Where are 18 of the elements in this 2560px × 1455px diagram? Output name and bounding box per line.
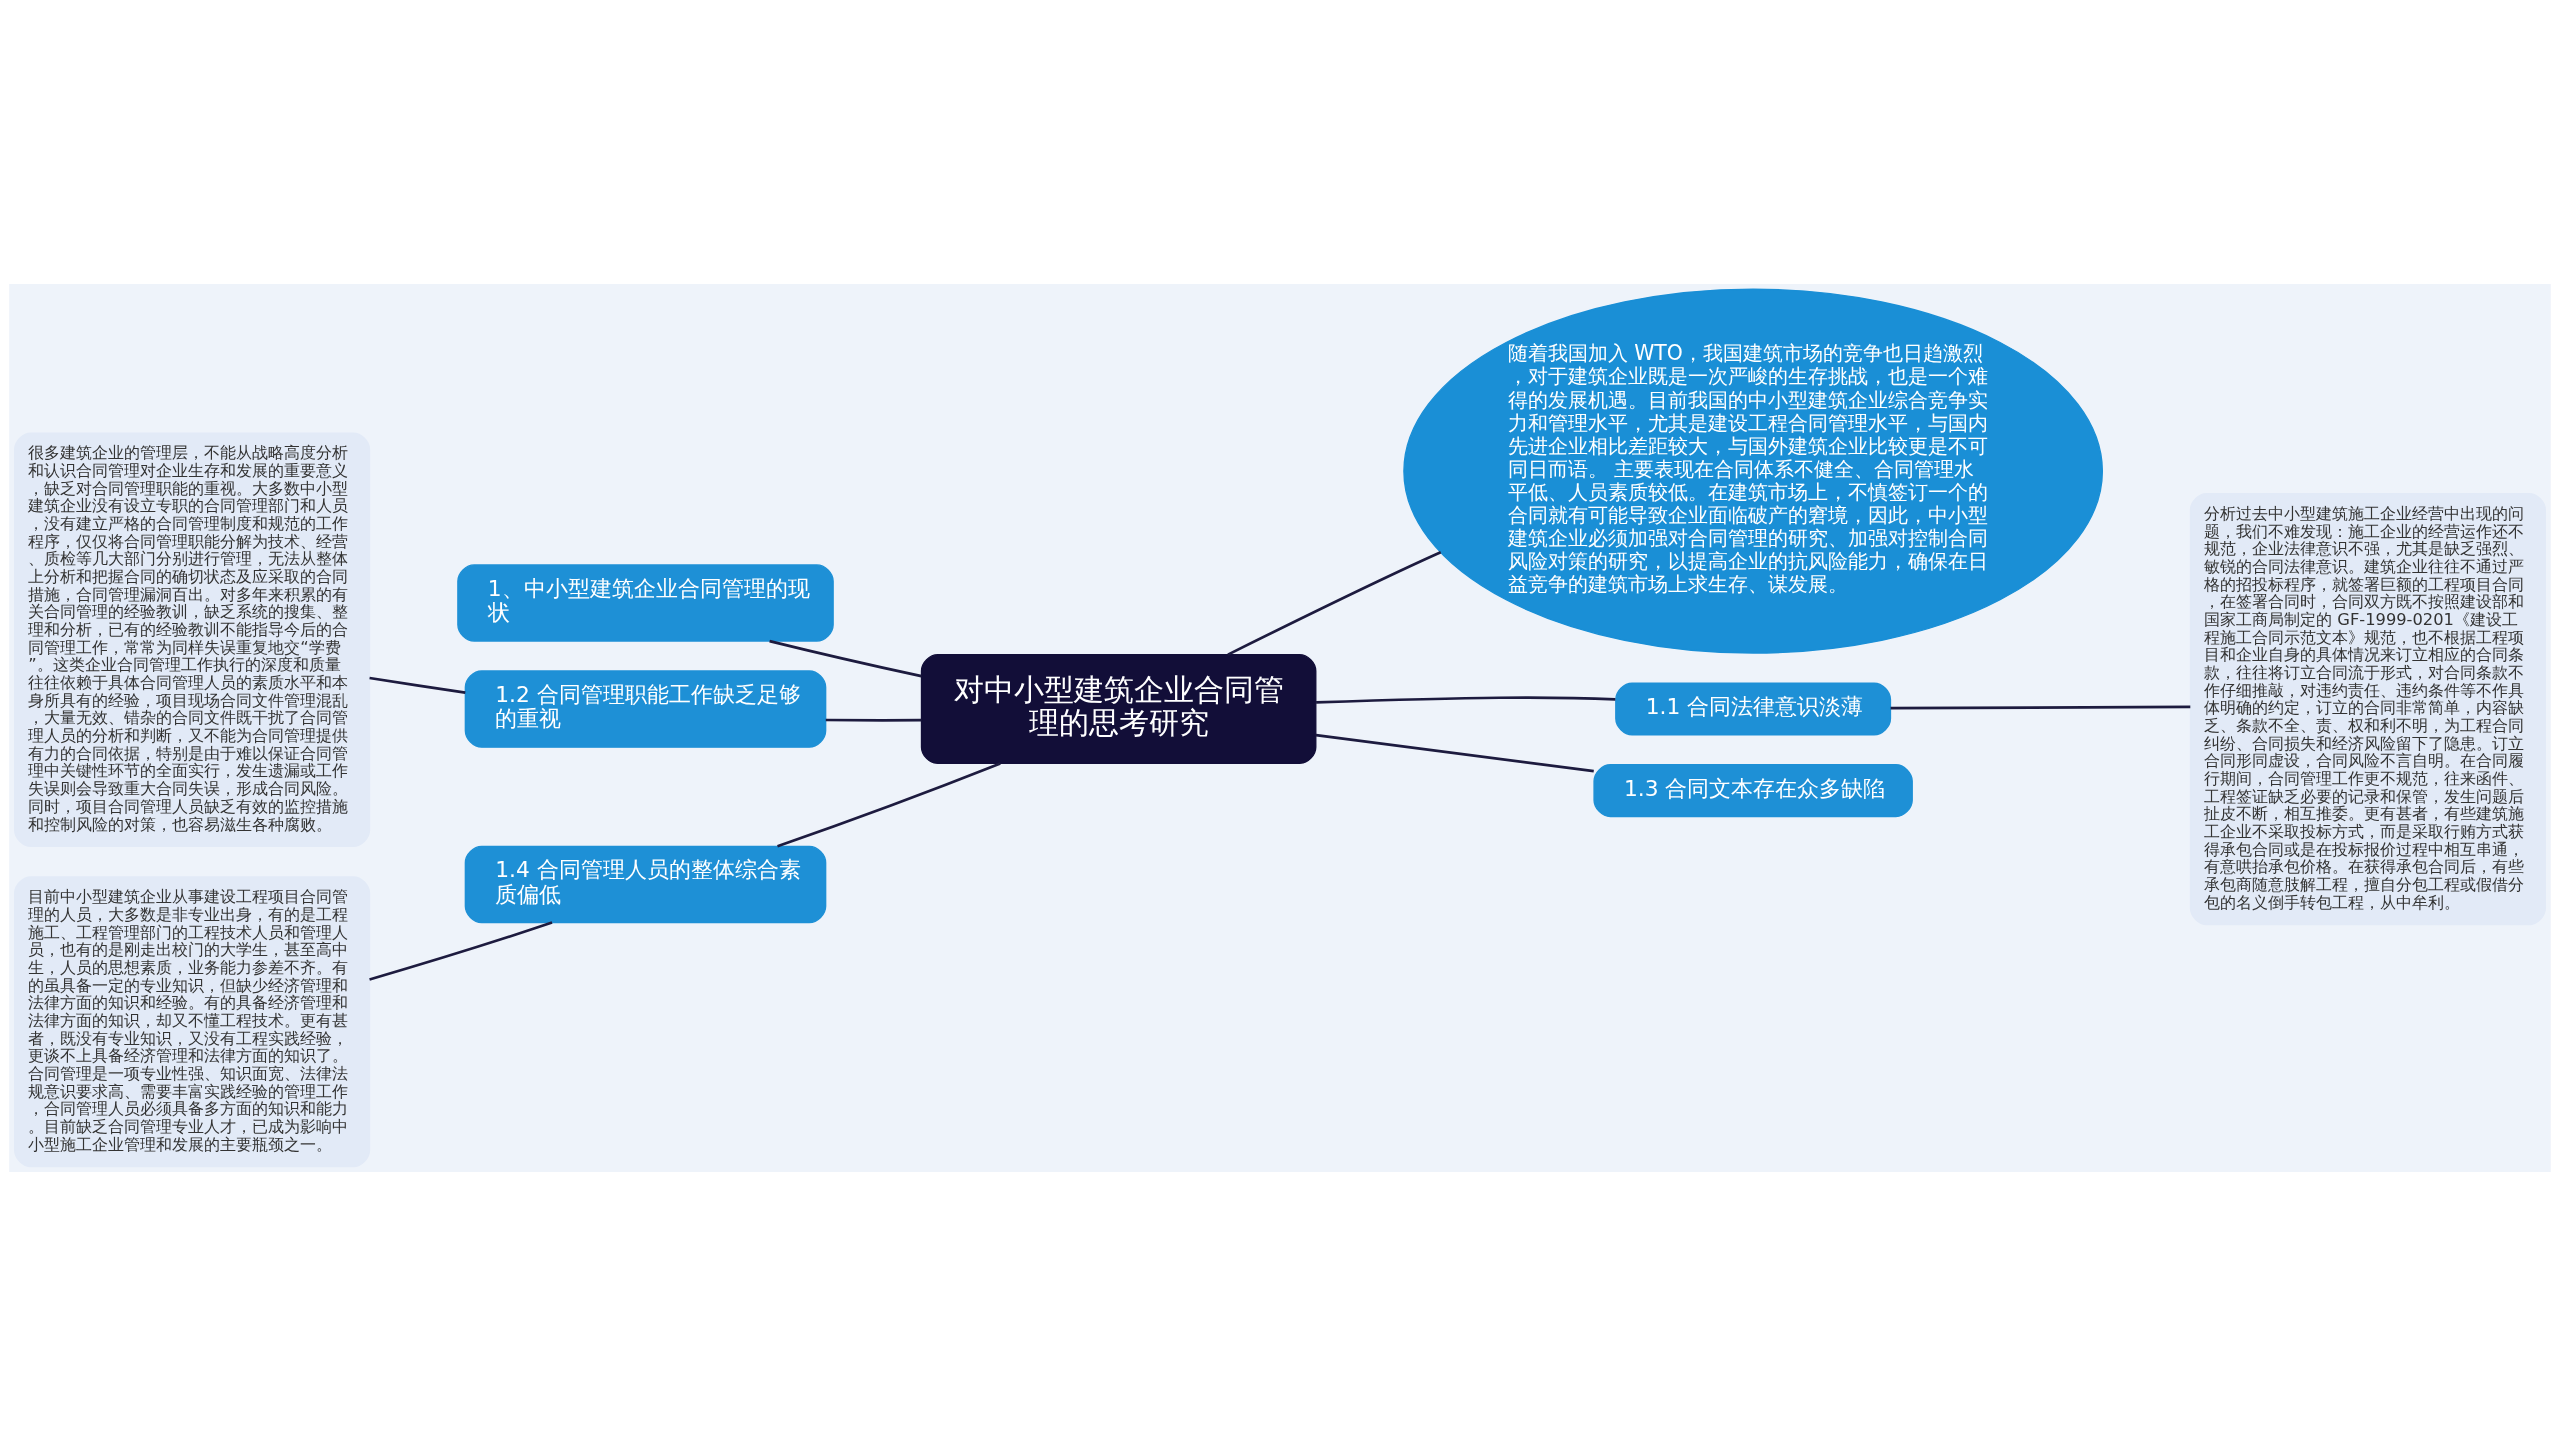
node-box: 1.2 合同管理职能工作缺乏足够的重视 xyxy=(464,669,827,748)
connector xyxy=(1227,550,1442,656)
node-box: 1.4 合同管理人员的整体综合素质偏低 xyxy=(464,845,827,923)
connector xyxy=(777,761,1001,848)
connector xyxy=(1315,733,1594,772)
connector xyxy=(369,920,553,981)
connector xyxy=(369,676,466,694)
node-box: 1.1 合同法律意识淡薄 xyxy=(1615,682,1892,736)
node-box: 1.3 合同文本存在众多缺陷 xyxy=(1593,763,1913,817)
node-box: 目前中小型建筑企业从事建设工程项目合同管理的人员，大多数是非专业出身，有的是工程施工、工程管理部门的工程技术人员和管理人员，也有的是刚走出校门的大学生，甚至高中生，人员的思想素质，业务能力参差不齐。有的虽具备一定的专业知识，但缺少经济管理和法律方面的知识和经验。有的具备经济管理和法律方面的知识，却又不懂工程技术。更有甚者，既没有专业知识，又没有工程实践经验，更谈不上具备经济管理和法律方面的知识了。合同管理是一项专业性强、知识面宽、法律法规意识要求高、需要丰富实践经验的管理工作，合同管理人员必须具备多方面的知识和能力。目前缺乏合同管理专业人才，已成为影响中小型施工企业管理和发展的主要瓶颈之一。 xyxy=(14,875,371,1167)
connector xyxy=(1890,704,2191,709)
node-box: 分析过去中小型建筑施工企业经营中出现的问题，我们不难发现：施工企业的经营运作还不规范，企业法律意识不强，尤其是缺乏强烈、敏锐的合同法律意识。建筑企业往往不通过严格的招投标程序，就签署巨额的工程项目合同，在签署合同时，合同双方既不按照建设部和国家工商局制定的 GF-1999-0201《建设工程施工合同示范文本》规范，也不根据工程项目和企业自身的具体情况来订立相应的合同条款，往往将订立合同流于形式，对合同条款不作仔细推敲，对违约责任、违约条件等不作具体明确的约定，订立的合同非常简单，内容缺乏、条款不全、责、权和利不明，为工程合同纠纷、合同损失和经济风险留下了隐患。订立合同形同虚设，合同风险不言自明。在合同履行期间，合同管理工作更不规范，往来函件、工程签证缺乏必要的记录和保管，发生问题后扯皮不断，相互推委。更有甚者，有些建筑施工企业不采取投标方式，而是采取行贿方式获得承包合同或是在投标报价过程中相互串通，有意哄抬承包价格。在获得承包合同后，有些承包商随意肢解工程，擅自分包工程或假借分包的名义倒手转包工程，从中牟利。 xyxy=(2189,492,2546,925)
node-box: 对中小型建筑企业合同管理的思考研究 xyxy=(920,653,1317,764)
connector xyxy=(1316,695,1616,704)
node-ellipse: 随着我国加入 WTO，我国建筑市场的竞争也日趋激烈，对于建筑企业既是一次严峻的生存挑战，也是一个难得的发展机遇。目前我国的中小型建筑企业综合竞争实力和管理水平，尤其是建设工程合同管理水平，与国内先进企业相比差距较大，与国外建筑企业比较更是不可同日而语。 主要表现在合同体系不健全、合同管理水平低、人员素质较低。在建筑市场上，不慎签订一个的合同就有可能导致企业面临破产的窘境，因此，中小型建筑企业必须加强对合同管理的研究、加强对控制合同风险对策的研究，以提高企业的抗风险能力，确保在日益竞争的建筑市场上求生存、谋发展。 xyxy=(1403,288,2104,654)
node-box: 很多建筑企业的管理层，不能从战略高度分析和认识合同管理对企业生存和发展的重要意义，缺乏对合同管理职能的重视。大多数中小型建筑企业没有设立专职的合同管理部门和人员，没有建立严格的合同管理制度和规范的工作程序，仅仅将合同管理职能分解为技术、经营、质检等几大部门分别进行管理，无法从整体上分析和把握合同的确切状态及应采取的合同措施，合同管理漏洞百出。对多年来积累的有关合同管理的经验教训，缺乏系统的搜集、整理和分析，已有的经验教训不能指导今后的合同管理工作，常常为同样失误重复地交“学费”。这类企业合同管理工作执行的深度和质量往往依赖于具体合同管理人员的素质水平和本身所具有的经验，项目现场合同文件管理混乱，大量无效、错杂的合同文件既干扰了合同管理人员的分析和判断，又不能为合同管理提供有力的合同依据，特别是由于难以保证合同管理中关键性环节的全面实行，发生遗漏或工作失误则会导致重大合同失误，形成合同风险。同时，项目合同管理人员缺乏有效的监控措施和控制风险的对策，也容易滋生各种腐败。 xyxy=(14,431,371,847)
node-box: 1、中小型建筑企业合同管理的现状 xyxy=(457,563,834,642)
connector xyxy=(825,718,922,722)
